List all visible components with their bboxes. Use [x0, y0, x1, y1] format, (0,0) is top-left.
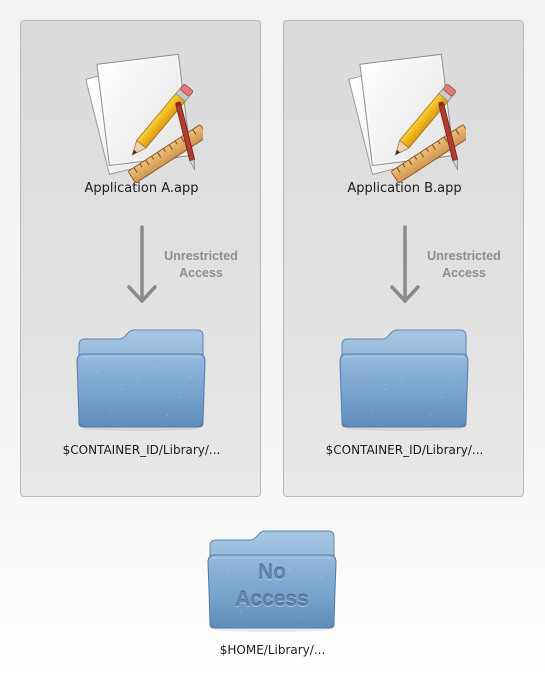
access-label: Unrestricted Access [427, 249, 501, 280]
text-edit-document-icon[interactable] [81, 45, 203, 185]
folder-path-label: $CONTAINER_ID/Library/... [325, 443, 484, 457]
blue-folder-icon[interactable] [338, 327, 470, 431]
text-edit-document-icon[interactable] [344, 45, 466, 185]
access-label: Unrestricted Access [164, 249, 238, 280]
blue-folder-icon[interactable] [75, 327, 207, 431]
container-panel-a: Application A.app Unrestricted Access $C… [20, 20, 261, 497]
app-name-label: Application B.app [347, 181, 462, 196]
folder-path-label: $CONTAINER_ID/Library/... [62, 443, 221, 457]
app-name-label: Application A.app [84, 181, 199, 196]
container-panel-b: Application B.app Unrestricted Access $C… [283, 20, 524, 497]
home-path-label: $HOME/Library/... [219, 643, 326, 657]
no-access-label: No Access [235, 561, 309, 611]
